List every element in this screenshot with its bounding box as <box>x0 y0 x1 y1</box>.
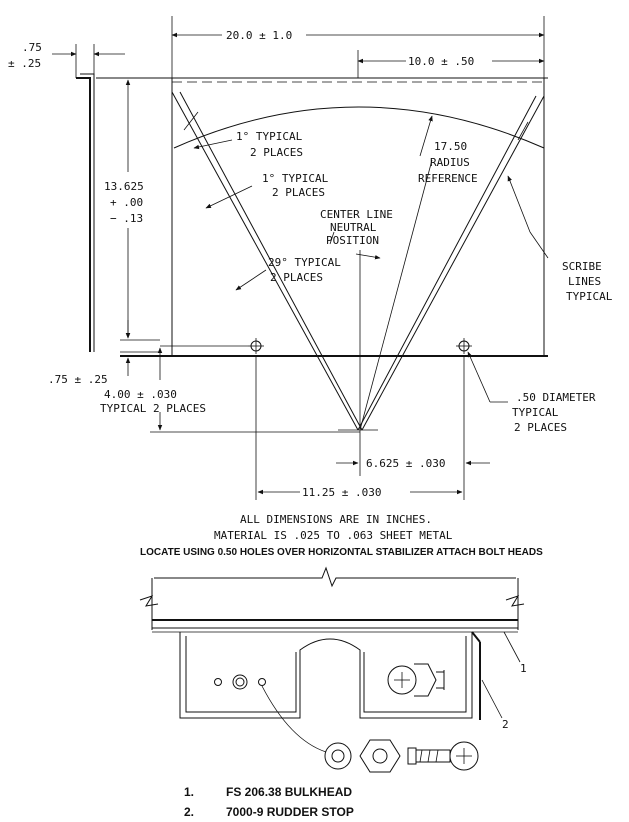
callout-leaders <box>193 115 549 403</box>
side-profile <box>52 44 125 352</box>
dim-flange-top-a: .75 <box>22 41 42 54</box>
callout-centerline-2: NEUTRAL <box>330 221 377 234</box>
dim-hole-offset-b: TYPICAL 2 PLACES <box>100 402 206 415</box>
dim-height-c: − .13 <box>110 212 143 225</box>
height-dimension <box>110 77 160 376</box>
callout-1deg-a-1: 1° TYPICAL <box>236 130 303 143</box>
dim-hole-offset-a: 4.00 ± .030 <box>104 388 177 401</box>
top-dimensions <box>171 16 545 78</box>
dim-hole-half: 6.625 ± .030 <box>366 457 445 470</box>
callout-1deg-b-1: 1° TYPICAL <box>262 172 329 185</box>
flat-pattern <box>96 77 548 431</box>
callout-centerline-1: CENTER LINE <box>320 208 393 221</box>
note-dimensions: ALL DIMENSIONS ARE IN INCHES. <box>240 513 432 526</box>
hole-offset-dimension <box>150 345 360 433</box>
legend: 1. FS 206.38 BULKHEAD 2. 7000-9 RUDDER S… <box>184 785 354 819</box>
callout-scribe-2: LINES <box>568 275 601 288</box>
legend-num-1: 1. <box>184 785 194 799</box>
callout-radius-1: 17.50 <box>434 140 467 153</box>
callout-29deg-1: 29° TYPICAL <box>268 256 341 269</box>
callout-scribe-3: TYPICAL <box>566 290 613 303</box>
dim-half-width: 10.0 ± .50 <box>408 55 474 68</box>
callout-diameter-3: 2 PLACES <box>514 421 567 434</box>
legend-text-2: 7000-9 RUDDER STOP <box>226 805 354 819</box>
ref-rudder-stop: 2 <box>502 718 509 731</box>
callout-diameter-1: .50 DIAMETER <box>516 391 596 404</box>
dim-height-a: 13.625 <box>104 180 144 193</box>
dim-height-b: + .00 <box>110 196 143 209</box>
callout-centerline-3: POSITION <box>326 234 379 247</box>
callout-scribe-1: SCRIBE <box>562 260 602 273</box>
callout-radius-2: RADIUS <box>430 156 470 169</box>
legend-text-1: FS 206.38 BULKHEAD <box>226 785 352 799</box>
ref-bulkhead: 1 <box>520 662 527 675</box>
callout-1deg-a-2: 2 PLACES <box>250 146 303 159</box>
dim-flange-bottom: .75 ± .25 <box>48 373 108 386</box>
assembly-view <box>139 566 525 773</box>
callout-1deg-b-2: 2 PLACES <box>272 186 325 199</box>
dim-flange-top-b: ± .25 <box>8 57 41 70</box>
note-material: MATERIAL IS .025 TO .063 SHEET METAL <box>214 529 453 542</box>
callout-29deg-2: 2 PLACES <box>270 271 323 284</box>
callout-radius-3: REFERENCE <box>418 172 478 185</box>
dim-hole-span: 11.25 ± .030 <box>302 486 381 499</box>
legend-num-2: 2. <box>184 805 194 819</box>
dim-overall-width: 20.0 ± 1.0 <box>226 29 292 42</box>
bottom-dimensions <box>255 356 490 500</box>
note-locate: LOCATE USING 0.50 HOLES OVER HORIZONTAL … <box>140 547 543 558</box>
callout-diameter-2: TYPICAL <box>512 406 559 419</box>
